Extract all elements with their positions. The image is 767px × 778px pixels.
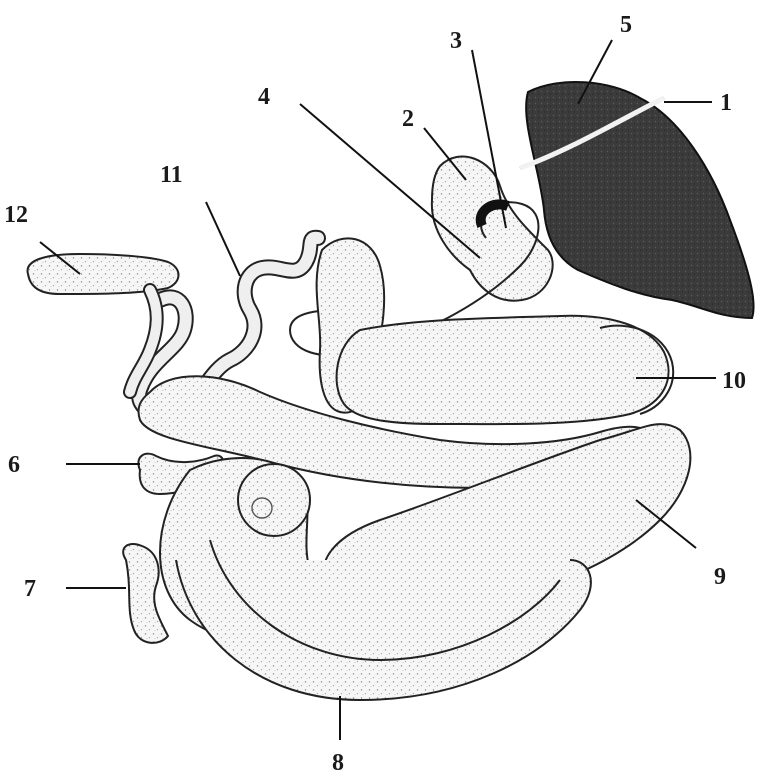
label-9: 9: [714, 564, 726, 590]
proventriculus: [432, 157, 553, 301]
label-6: 6: [8, 452, 20, 478]
label-11: 11: [160, 162, 183, 188]
label-3: 3: [450, 28, 462, 54]
label-4: 4: [258, 84, 270, 110]
label-5: 5: [620, 12, 632, 38]
leader-11: [206, 202, 240, 276]
label-2: 2: [402, 106, 414, 132]
label-12: 12: [4, 202, 28, 228]
liver: [526, 82, 753, 318]
label-1: 1: [720, 90, 732, 116]
label-10: 10: [722, 368, 746, 394]
pancreas-region: [337, 316, 669, 424]
label-8: 8: [332, 750, 344, 776]
label-7: 7: [24, 576, 36, 602]
rectum: [238, 464, 310, 536]
